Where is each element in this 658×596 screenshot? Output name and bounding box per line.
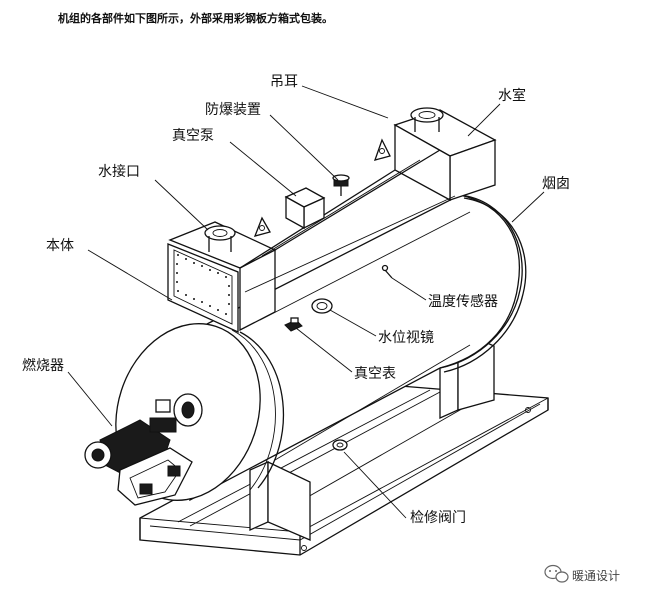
watermark-text: 暖通设计 (572, 569, 620, 583)
fittings (284, 264, 393, 332)
label-water-sight-glass: 水位视镜 (378, 330, 434, 346)
label-vacuum-gauge: 真空表 (354, 366, 396, 382)
label-body: 本体 (46, 238, 74, 254)
water-chamber (393, 107, 497, 202)
label-water-inlet: 水接口 (98, 163, 140, 180)
watermark: 暖通设计 (544, 564, 620, 583)
vacuum-pump (284, 187, 326, 230)
label-burner: 燃烧器 (22, 357, 64, 374)
explosion-proof-device (332, 174, 350, 196)
inspection-valve (332, 439, 348, 451)
label-temp-sensor: 温度传感器 (428, 293, 498, 310)
label-inspection-valve: 检修阀门 (410, 510, 466, 526)
labels: 吊耳 防爆装置 真空泵 水接口 本体 燃烧器 水室 烟囱 温度传感器 水位视镜 … (22, 74, 570, 526)
label-chimney: 烟囱 (542, 176, 570, 192)
burner (84, 393, 203, 506)
leader-lines (67, 85, 545, 519)
label-explosion-proof: 防爆装置 (205, 102, 261, 118)
label-lifting-lug: 吊耳 (270, 74, 298, 90)
label-vacuum-pump: 真空泵 (172, 128, 214, 144)
label-water-chamber: 水室 (498, 87, 526, 104)
figure-caption: 机组的各部件如下图所示，外部采用彩钢板方箱式包装。 (58, 12, 333, 25)
lifting-lugs (253, 138, 391, 237)
wechat-icon (544, 564, 569, 583)
front-water-box (167, 221, 277, 334)
